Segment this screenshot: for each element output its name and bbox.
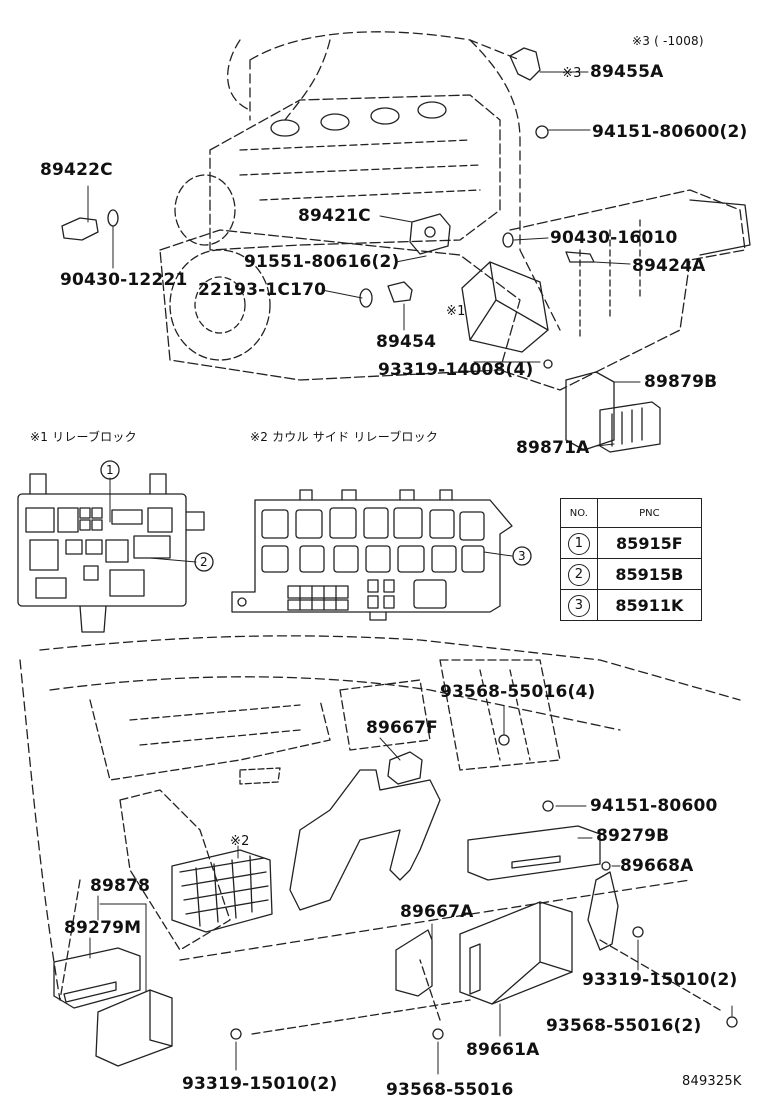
caption-relay-block-1: ※1 リレーブロック (30, 430, 137, 444)
part-89661A[interactable]: 89661A (466, 1040, 540, 1060)
part-93568-55016-2[interactable]: 93568-55016(2) (546, 1016, 702, 1036)
callout-2: 2 (200, 555, 208, 569)
part-89279B[interactable]: 89279B (596, 826, 670, 846)
callout-circles (100, 460, 532, 572)
row-number: 1 (567, 532, 590, 555)
row-pnc[interactable]: 85911K (596, 589, 703, 621)
relay-block-1-drawing (17, 473, 205, 633)
part-89667A[interactable]: 89667A (400, 902, 474, 922)
row-number: 3 (567, 594, 590, 617)
ref-mark-3: ※3 (562, 66, 582, 81)
pnc-row: 1 85915F (560, 527, 703, 559)
leader-lines-top (87, 71, 641, 447)
part-89421C[interactable]: 89421C (298, 206, 371, 226)
part-91551-80616-2[interactable]: 91551-80616(2) (244, 252, 400, 272)
header-pnc: PNC (596, 498, 703, 528)
engine-illustration (61, 31, 751, 453)
part-93319-14008-4[interactable]: 93319-14008(4) (378, 360, 534, 380)
part-89422C[interactable]: 89422C (40, 160, 113, 180)
part-89879B[interactable]: 89879B (644, 372, 718, 392)
row-pnc[interactable]: 85915B (596, 558, 703, 590)
part-89878[interactable]: 89878 (90, 876, 151, 896)
pnc-table: NO. PNC 1 85915F 2 85915B 3 85911K (560, 498, 703, 621)
part-93568-55016-4[interactable]: 93568-55016(4) (440, 682, 596, 702)
part-94151-80600[interactable]: 94151-80600 (590, 796, 718, 816)
part-89279M[interactable]: 89279M (64, 918, 142, 938)
part-89455A[interactable]: 89455A (590, 62, 664, 82)
part-89667F[interactable]: 89667F (366, 718, 438, 738)
part-22193-1C170[interactable]: 22193-1C170 (198, 280, 327, 300)
part-93319-15010-2-right[interactable]: 93319-15010(2) (582, 970, 738, 990)
ref-mark-2: ※2 (230, 834, 250, 849)
pnc-row: 3 85911K (560, 589, 703, 621)
note-top: ※3 ( -1008) (632, 34, 704, 48)
ref-mark-1: ※1 (446, 304, 466, 319)
callout-3: 3 (518, 549, 526, 563)
leader-lines-bottom (89, 705, 733, 1075)
part-90430-16010[interactable]: 90430-16010 (550, 228, 678, 248)
row-pnc[interactable]: 85915F (596, 527, 703, 559)
part-89668A[interactable]: 89668A (620, 856, 694, 876)
part-94151-80600-2[interactable]: 94151-80600(2) (592, 122, 748, 142)
caption-relay-block-2: ※2 カウル サイド リレーブロック (250, 430, 439, 444)
pnc-table-header: NO. PNC (560, 498, 703, 528)
drawing-number: 849325K (682, 1074, 742, 1089)
part-89454[interactable]: 89454 (376, 332, 437, 352)
header-no: NO. (560, 498, 598, 528)
dashboard-illustration (19, 635, 741, 1067)
part-89424A[interactable]: 89424A (632, 256, 706, 276)
pnc-row: 2 85915B (560, 558, 703, 590)
part-89871A[interactable]: 89871A (516, 438, 590, 458)
relay-block-2-drawing (231, 489, 513, 621)
part-93319-15010-2-left[interactable]: 93319-15010(2) (182, 1074, 338, 1094)
part-90430-12221[interactable]: 90430-12221 (60, 270, 188, 290)
callout-1: 1 (106, 463, 114, 477)
part-93568-55016[interactable]: 93568-55016 (386, 1080, 514, 1100)
row-number: 2 (567, 563, 590, 586)
